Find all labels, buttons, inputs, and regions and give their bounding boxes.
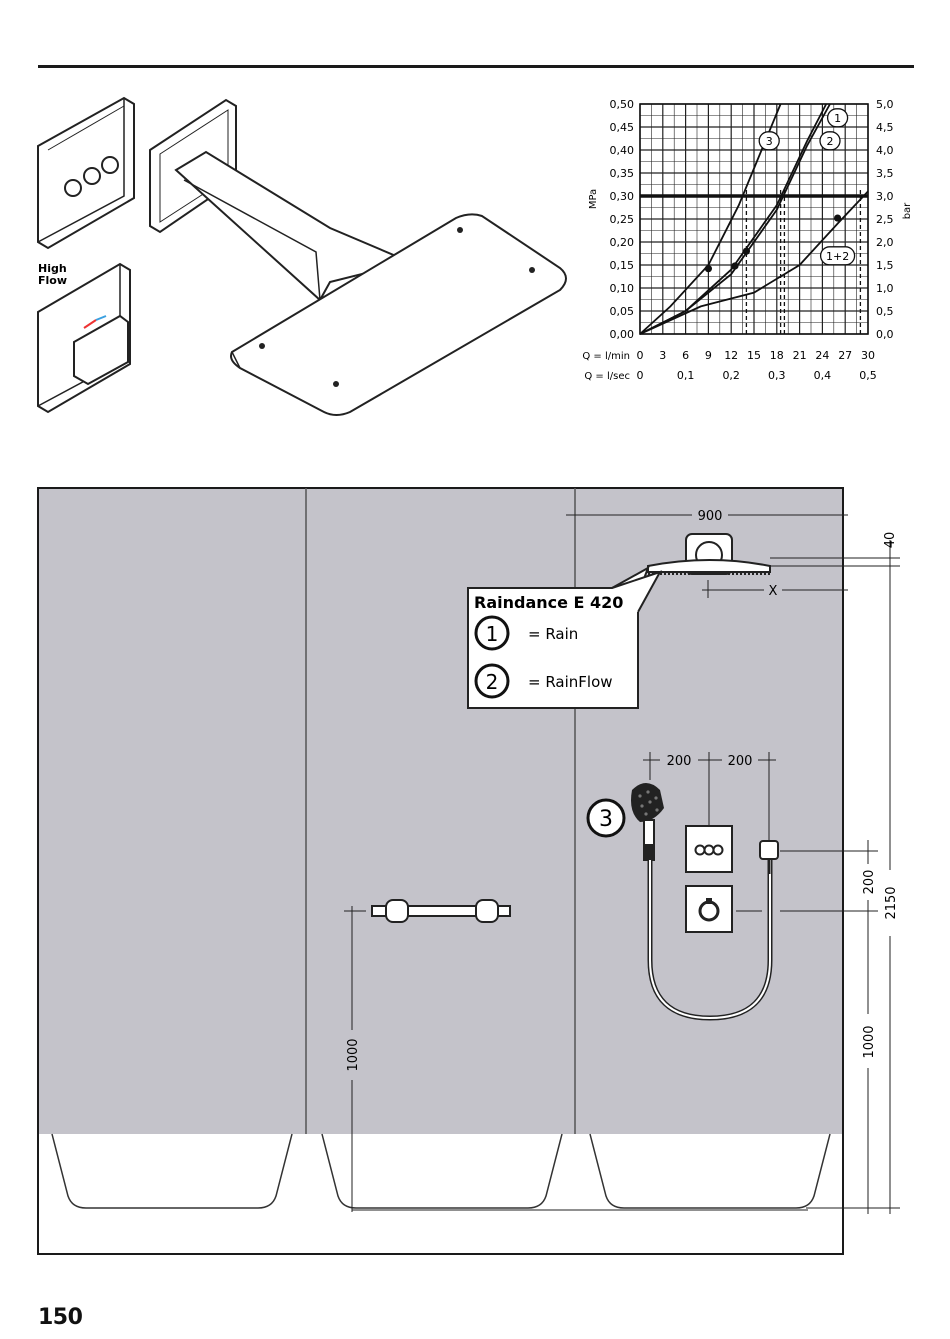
wall-outlet bbox=[760, 841, 778, 859]
floor-area bbox=[39, 1134, 842, 1253]
legend-text-1: = Rain bbox=[528, 625, 578, 643]
legend-num-2: 2 bbox=[486, 670, 499, 694]
thermostat-plate bbox=[686, 886, 732, 932]
callout-title: Raindance E 420 bbox=[474, 593, 623, 612]
dim-x-label: X bbox=[769, 584, 778, 599]
select-button-plate bbox=[686, 826, 732, 872]
dim-2150-label: 2150 bbox=[884, 886, 899, 919]
dim-1000-left-label: 1000 bbox=[346, 1038, 361, 1071]
dim-200b-label: 200 bbox=[728, 754, 753, 769]
dim-200a-label: 200 bbox=[667, 754, 692, 769]
handshower-number: 3 bbox=[599, 807, 613, 832]
page-number: 150 bbox=[38, 1305, 82, 1330]
dim-200v-label: 200 bbox=[862, 870, 877, 895]
dim-40-label: 40 bbox=[883, 532, 898, 549]
legend-text-2: = RainFlow bbox=[528, 673, 613, 691]
legend-num-1: 1 bbox=[486, 622, 499, 646]
dim-900-label: 900 bbox=[698, 509, 723, 524]
dim-1000-right-label: 1000 bbox=[862, 1025, 877, 1058]
